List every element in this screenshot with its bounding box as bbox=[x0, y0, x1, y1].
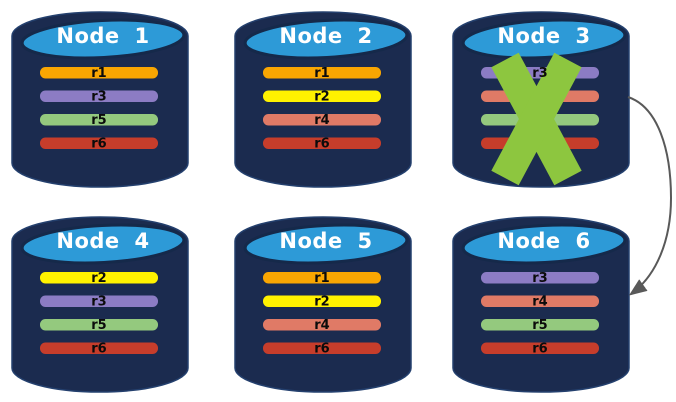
replica-bar bbox=[481, 319, 599, 331]
node-title: Node 4 bbox=[56, 229, 149, 253]
replica-label: r2 bbox=[91, 271, 106, 286]
cylinder-top-icon bbox=[461, 18, 627, 60]
replica-bar bbox=[40, 90, 158, 102]
replica-bar bbox=[263, 295, 381, 307]
replica-label: r2 bbox=[314, 295, 329, 310]
replica-bar bbox=[263, 319, 381, 331]
replica-label: r3 bbox=[91, 295, 106, 310]
node-title: Node 1 bbox=[56, 24, 149, 48]
replica-label: r6 bbox=[314, 342, 329, 357]
cylinder-top-icon bbox=[20, 223, 186, 265]
cylinder-top-icon bbox=[243, 223, 409, 265]
node-2: Node 2 r1 r2 r4 r6 bbox=[234, 11, 412, 188]
replica-label: r6 bbox=[91, 342, 106, 357]
node-title: Node 6 bbox=[497, 229, 590, 253]
replica-bar bbox=[40, 342, 158, 354]
replica-bar bbox=[40, 295, 158, 307]
replica-label: r6 bbox=[532, 342, 547, 357]
replica-bar bbox=[263, 342, 381, 354]
replica-label: r5 bbox=[91, 318, 106, 333]
replica-label: r6 bbox=[314, 137, 329, 152]
replica-label: r4 bbox=[314, 318, 329, 333]
replica-bar bbox=[40, 272, 158, 284]
replica-bar bbox=[40, 319, 158, 331]
failure-x-icon bbox=[491, 52, 582, 186]
node-title: Node 2 bbox=[279, 24, 372, 48]
node-title: Node 5 bbox=[279, 229, 372, 253]
cylinder-top-icon bbox=[461, 223, 627, 265]
node-title: Node 3 bbox=[497, 24, 590, 48]
replica-bar bbox=[481, 272, 599, 284]
replica-label: r1 bbox=[314, 271, 329, 286]
replica-bar bbox=[263, 272, 381, 284]
failover-arrow bbox=[627, 96, 673, 296]
replica-label: r2 bbox=[314, 90, 329, 105]
replica-bar bbox=[40, 114, 158, 126]
node-4: Node 4 r2 r3 r5 r6 bbox=[11, 216, 189, 393]
replica-label: r3 bbox=[91, 90, 106, 105]
replica-bar bbox=[263, 114, 381, 126]
replica-label: r6 bbox=[91, 137, 106, 152]
replica-bar bbox=[263, 67, 381, 79]
node-1: Node 1 r1 r3 r5 r6 bbox=[11, 11, 189, 188]
replica-label: r1 bbox=[314, 66, 329, 81]
node-5: Node 5 r1 r2 r4 r6 bbox=[234, 216, 412, 393]
replica-label: r4 bbox=[314, 113, 329, 128]
replica-label: r5 bbox=[91, 113, 106, 128]
replica-label-over-x: r3 bbox=[532, 66, 547, 81]
replica-bar bbox=[481, 342, 599, 354]
replica-label: r5 bbox=[532, 318, 547, 333]
replica-bar bbox=[40, 67, 158, 79]
x-stroke bbox=[491, 52, 582, 186]
node-6: Node 6 r3 r4 r5 r6 bbox=[452, 216, 630, 393]
replica-bar bbox=[263, 137, 381, 149]
replica-bar bbox=[263, 90, 381, 102]
replica-label: r4 bbox=[532, 295, 547, 310]
replica-bar bbox=[40, 137, 158, 149]
cylinder-top-icon bbox=[20, 18, 186, 60]
replica-bar bbox=[481, 295, 599, 307]
replica-label: r3 bbox=[532, 271, 547, 286]
replica-label: r1 bbox=[91, 66, 106, 81]
cylinder-top-icon bbox=[243, 18, 409, 60]
